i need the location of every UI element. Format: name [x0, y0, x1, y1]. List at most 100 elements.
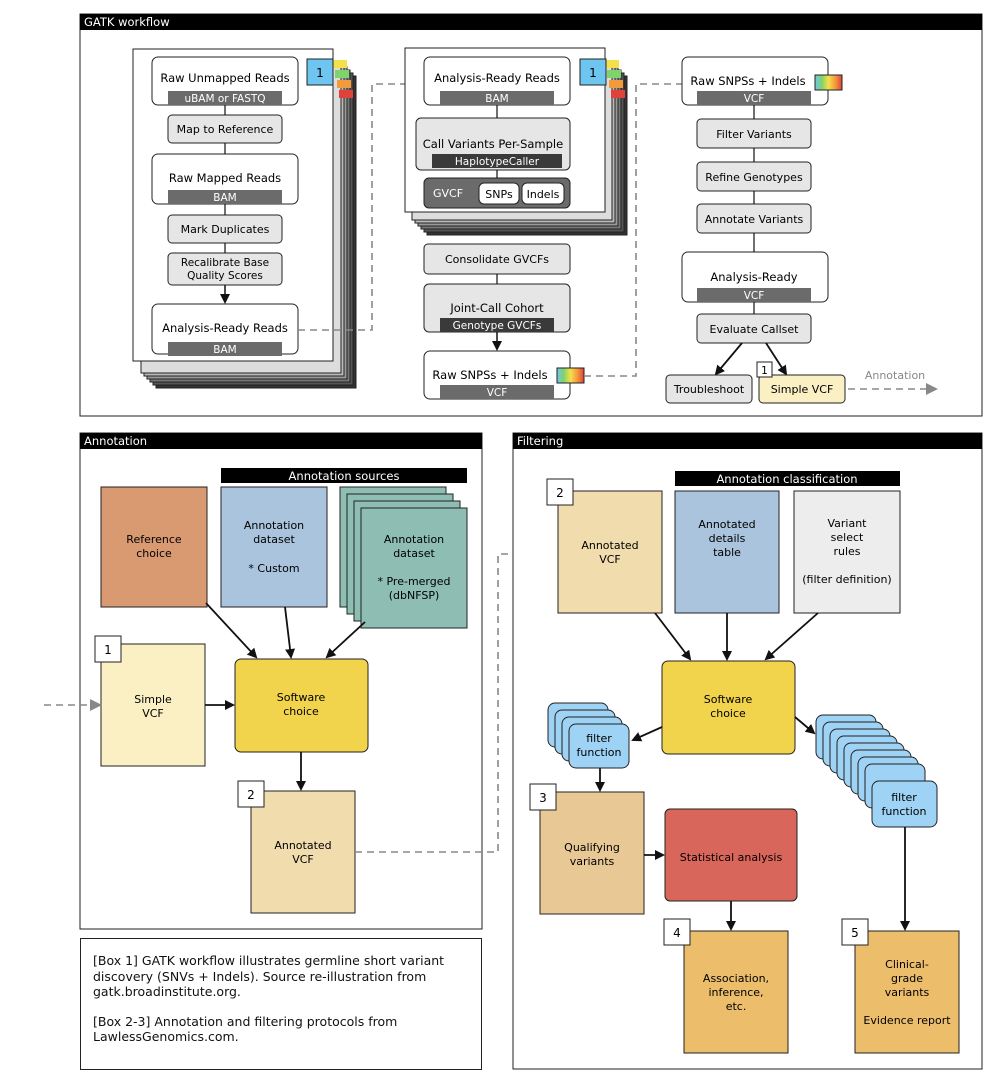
clinical-label-4: Evidence report [863, 1014, 951, 1027]
rainbow-swatch-2 [556, 367, 585, 384]
annotation-dataset-stack [339, 486, 468, 629]
annotated-vcf-label-2-filtering: VCF [599, 553, 621, 566]
clinical-grade-box [854, 930, 960, 1054]
snps-label: SNPs [485, 188, 513, 201]
filtering-title: Filtering [517, 434, 563, 448]
simple-vcf-box [100, 643, 206, 767]
filter-function-stack-left [547, 702, 630, 769]
software-label-2-annotation: choice [283, 705, 319, 718]
annotated-vcf-label-1-annotation: Annotated [274, 839, 331, 852]
raw-snps-format-3: VCF [744, 93, 765, 105]
dataset-pre-label-4: (dbNFSP) [389, 589, 440, 602]
gvcf-label: GVCF [433, 187, 463, 200]
annotation-out-label: Annotation [865, 369, 925, 382]
dashed-link-col1-col2 [298, 83, 424, 331]
troubleshoot-label: Troubleshoot [673, 383, 745, 396]
caption-box: [Box 1] GATK workflow illustrates germli… [80, 938, 482, 1070]
annotated-vcf-box-filtering [557, 490, 663, 614]
variant-select-rules-box [793, 490, 901, 614]
simple-vcf-label-2: VCF [142, 707, 164, 720]
annotation-arrows [205, 602, 366, 791]
annotation-title: Annotation [84, 434, 147, 448]
indels-chip [521, 182, 565, 205]
filter-fn-label-2-right: function [882, 805, 927, 818]
dataset-pre-label-2: dataset [393, 547, 435, 560]
clinical-label-3: variants [885, 986, 930, 999]
filter-fn-label-2-left: function [577, 746, 622, 759]
raw-mapped-format: BAM [213, 192, 236, 204]
genotype-gvcfs-label: Genotype GVCFs [453, 320, 542, 332]
analysis-ready-vcf-label: Analysis-Ready [710, 270, 797, 284]
simple-vcf-label-gatk: Simple VCF [771, 383, 834, 396]
call-variants-label: Call Variants Per-Sample [423, 137, 563, 151]
indels-label: Indels [527, 188, 560, 201]
haplotypecaller-label: HaplotypeCaller [455, 156, 540, 168]
association-label-3: etc. [726, 1000, 747, 1013]
clinical-badge: 5 [851, 926, 859, 940]
simple-vcf-badge: 1 [104, 643, 112, 657]
annotated-vcf-badge-filtering: 2 [556, 486, 564, 500]
association-label-2: inference, [709, 986, 764, 999]
filtering-panel: Filtering Annotation classification 2 An… [512, 432, 983, 1070]
caption-box23: [Box 2-3] Annotation and filtering proto… [93, 1013, 398, 1045]
annotation-sources-header: Annotation sources [289, 469, 400, 483]
statistical-analysis-label: Statistical analysis [680, 851, 783, 864]
simple-vcf-badge-gatk: 1 [761, 365, 768, 377]
raw-snps-label-2: Raw SNPSs + Indels [432, 368, 547, 382]
dataset-custom-label-2: dataset [253, 533, 295, 546]
reference-label-2: choice [136, 547, 172, 560]
filtering-arrows [595, 612, 910, 931]
association-box [683, 930, 789, 1054]
gatk-panel: GATK workflow 1 Raw Unmapped Reads uBAM … [79, 13, 983, 417]
qualifying-badge: 3 [539, 791, 547, 805]
annotated-vcf-box-annotation [250, 790, 356, 914]
software-label-1-annotation: Software [277, 691, 326, 704]
raw-snps-label-3: Raw SNPSs + Indels [690, 74, 805, 88]
filter-fn-label-1-left: filter [586, 732, 612, 745]
recalibrate-label-1: Recalibrate Base [181, 257, 269, 269]
qualifying-variants-box [539, 791, 645, 915]
annotation-panel: Annotation Annotation sources Reference … [44, 432, 558, 930]
gatk-title: GATK workflow [84, 15, 170, 29]
annotated-vcf-badge-annotation: 2 [247, 788, 255, 802]
filter-variants-label: Filter Variants [716, 128, 792, 141]
rules-label-1: Variant [827, 517, 867, 530]
filter-fn-label-1-right: filter [891, 791, 917, 804]
analysis-ready-reads-format-1: BAM [213, 344, 236, 356]
reference-choice-box [100, 486, 208, 608]
clinical-label-2: grade [891, 972, 923, 985]
annotated-vcf-label-1-filtering: Annotated [581, 539, 638, 552]
analysis-ready-vcf-format: VCF [744, 290, 765, 302]
dashed-link-col2-col3 [584, 83, 682, 377]
col2-badge: 1 [589, 66, 597, 80]
mark-duplicates-label: Mark Duplicates [181, 223, 270, 236]
annotation-classification-header: Annotation classification [716, 472, 857, 486]
simple-vcf-label-1: Simple [134, 693, 172, 706]
raw-unmapped-label: Raw Unmapped Reads [160, 71, 289, 85]
rules-label-4: (filter definition) [802, 573, 891, 586]
details-label-3: table [713, 546, 741, 559]
snps-chip [478, 182, 520, 205]
filter-function-stack-right [815, 714, 938, 828]
software-label-1-filtering: Software [704, 693, 753, 706]
details-label-2: details [709, 532, 746, 545]
details-label-1: Annotated [698, 518, 755, 531]
consolidate-gvcfs-label: Consolidate GVCFs [445, 253, 549, 266]
reference-label-1: Reference [126, 533, 182, 546]
dataset-custom-label-3: * Custom [248, 562, 299, 575]
raw-unmapped-format: uBAM or FASTQ [184, 93, 265, 105]
raw-mapped-label: Raw Mapped Reads [169, 171, 281, 185]
dataset-pre-label-1: Annotation [384, 533, 444, 546]
annotation-dataset-custom-box [220, 486, 328, 608]
dataset-pre-label-3: * Pre-merged [378, 575, 451, 588]
association-label-1: Association, [703, 972, 769, 985]
troubleshoot-box [665, 374, 753, 404]
software-choice-box-filtering [661, 660, 796, 755]
qualifying-label-1: Qualifying [564, 841, 620, 854]
qualifying-label-2: variants [570, 855, 615, 868]
recalibrate-label-2: Quality Scores [187, 270, 263, 282]
joint-call-label: Joint-Call Cohort [449, 301, 544, 315]
rules-label-3: rules [833, 545, 860, 558]
simple-vcf-box-gatk [758, 374, 846, 404]
